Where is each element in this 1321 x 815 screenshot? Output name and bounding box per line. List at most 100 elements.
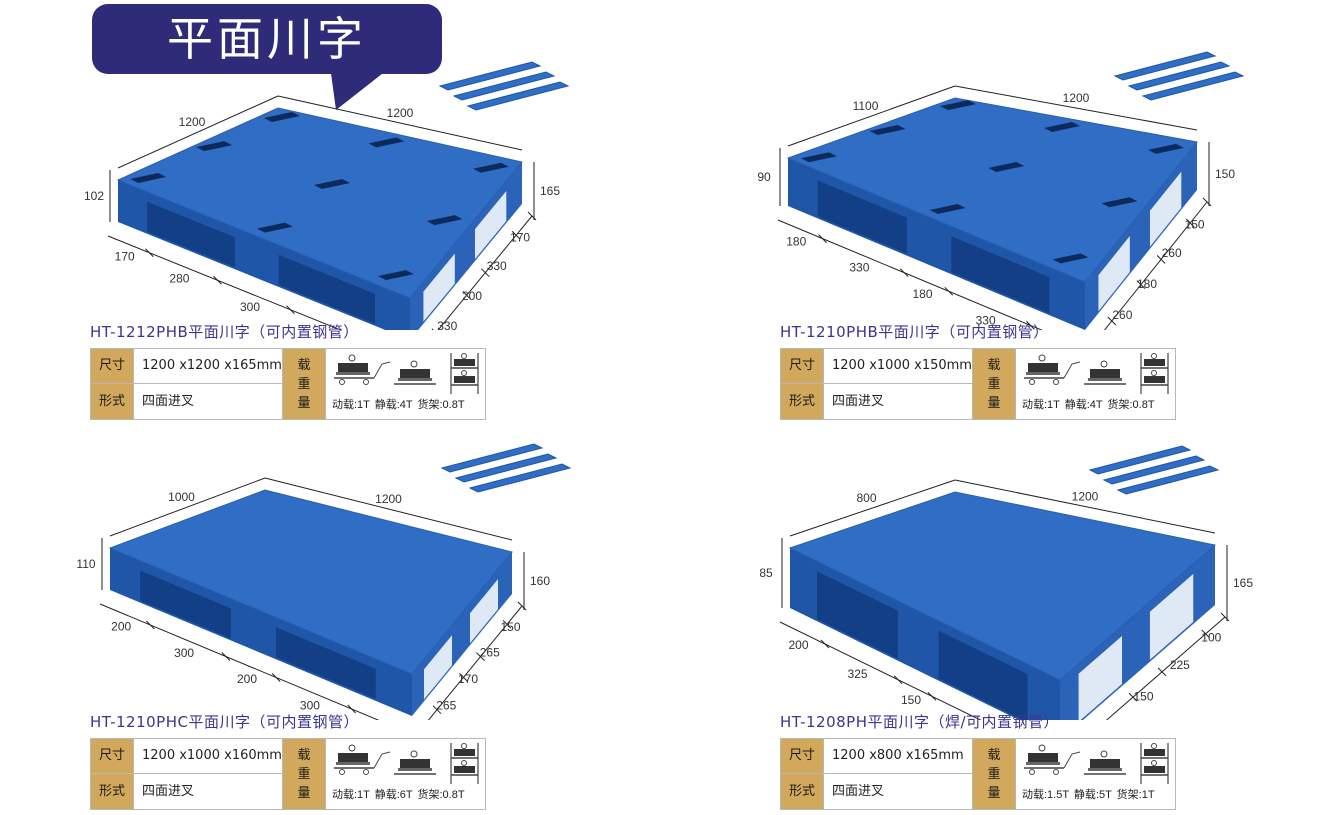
model-title: HT-1208PH平面川字（焊/可内置钢管）	[780, 713, 1060, 731]
front-seg-tick	[927, 691, 937, 701]
deck-slot	[368, 137, 405, 148]
size-label: 尺寸	[90, 348, 134, 384]
product-card: 1200110015090180330180330180150260180260…	[690, 0, 1321, 420]
front-seg-tick	[347, 704, 357, 714]
load-label-1: 载	[297, 748, 311, 763]
side-seg-tick	[432, 705, 442, 715]
load-label-3: 量	[297, 786, 311, 801]
width-dim-label: 1200	[1063, 91, 1090, 105]
pallet-drawing: 1200120016510217028030028017017033020033…	[84, 61, 570, 330]
thumbnail-runner	[1088, 445, 1192, 475]
form-label: 形式	[90, 383, 134, 420]
side-seg-tick	[1156, 255, 1166, 264]
thumbnail-runner	[1113, 51, 1217, 81]
side-seg-tick	[1220, 612, 1230, 622]
deck-dim-label: 110	[76, 557, 95, 571]
model-title: HT-1210PHC平面川字（可内置钢管）	[90, 713, 359, 731]
front-seg-label: 330	[976, 313, 996, 327]
load-label-1: 载	[987, 748, 1001, 763]
side-seg-label: 260	[1112, 308, 1132, 322]
size-value: 1200 x1000 x150mm	[823, 348, 973, 384]
side-seg-tick	[462, 290, 472, 300]
model-title: HT-1212PHB平面川字（可内置钢管）	[90, 323, 359, 341]
side-seg-label: 200	[462, 289, 482, 303]
size-label: 尺寸	[90, 738, 134, 774]
deck-slot	[130, 173, 167, 184]
fork-opening	[276, 627, 376, 699]
deck-slot	[426, 215, 463, 226]
depth-dim-line	[109, 477, 266, 537]
front-seg-tick	[213, 275, 222, 285]
form-value: 四面进叉	[133, 383, 283, 420]
side-seg-tick	[1128, 692, 1138, 702]
spec-table: 尺寸 1200 x1000 x150mm 形式 四面进叉 载 重 量	[780, 348, 1176, 420]
pallet-top-face	[108, 489, 513, 675]
form-value: 四面进叉	[823, 773, 973, 810]
thumbnail-runner	[466, 81, 570, 111]
front-seg-label: 325	[848, 667, 868, 681]
load-pictogram-icon	[334, 353, 479, 394]
front-seg-label: 325	[954, 719, 974, 720]
depth-dim-line	[787, 85, 956, 147]
fork-opening	[1149, 171, 1182, 247]
width-dim-line	[954, 85, 1198, 131]
load-label-1: 载	[297, 358, 311, 373]
front-seg-label: 330	[849, 261, 869, 275]
load-ratings: 动载:1T 静载:6T 货架:0.8T	[332, 789, 465, 801]
load-label: 载 重 量	[972, 738, 1016, 810]
side-seg-label: 180	[1137, 277, 1157, 291]
side-seg-line	[1105, 616, 1226, 720]
front-seg-label: 300	[174, 646, 194, 660]
side-seg-label: 170	[458, 672, 478, 686]
fork-opening	[1078, 636, 1122, 720]
front-seg-label: 150	[901, 693, 921, 707]
front-seg-tick	[893, 675, 903, 685]
side-seg-label: 150	[1185, 218, 1205, 232]
load-label-2: 重	[297, 767, 311, 782]
width-dim-label: 1200	[387, 106, 414, 120]
thumbnail-runner	[438, 61, 542, 91]
size-value: 1200 x1000 x160mm	[133, 738, 283, 774]
thumbnail-runner	[440, 443, 544, 473]
load-pictogram-icon	[1024, 353, 1169, 394]
fork-opening	[423, 253, 455, 322]
side-seg-label: 170	[510, 231, 530, 245]
front-seg-label: 200	[237, 672, 257, 686]
pallet-drawing: 1200800165852003251503252001002251502251…	[759, 445, 1253, 720]
side-seg-tick	[517, 601, 527, 611]
side-seg-tick	[502, 619, 512, 629]
front-seg-tick	[145, 248, 154, 258]
front-seg-label: 280	[169, 271, 189, 285]
fork-opening	[1098, 236, 1130, 312]
deck-dim-label: 102	[84, 189, 104, 203]
load-values: 动载:1.5T 静载:5T 货架:1T	[1015, 738, 1176, 810]
fork-opening	[147, 201, 235, 268]
depth-dim-line	[789, 479, 956, 537]
width-dim-label: 1200	[375, 492, 402, 506]
size-label: 尺寸	[780, 738, 824, 774]
side-seg-tick	[1136, 280, 1146, 289]
size-label: 尺寸	[780, 348, 824, 384]
deck-slot	[1044, 122, 1081, 132]
side-seg-tick	[1107, 316, 1117, 326]
side-seg-label: 150	[500, 620, 520, 634]
side-seg-tick	[527, 211, 537, 221]
spec-table: 尺寸 1200 x1000 x160mm 形式 四面进叉 载 重 量	[90, 738, 486, 810]
height-dim-label: 160	[530, 574, 550, 588]
side-seg-tick	[1157, 667, 1167, 677]
side-seg-label: 265	[480, 645, 500, 659]
side-seg-label: 260	[1162, 246, 1182, 260]
front-seg-tick	[944, 286, 954, 296]
size-value: 1200 x800 x165mm	[823, 738, 973, 774]
fork-opening	[1149, 573, 1194, 660]
load-label: 载 重 量	[972, 348, 1016, 420]
side-seg-label: 225	[1170, 658, 1190, 672]
load-pictogram-icon	[334, 743, 479, 784]
depth-dim-label: 800	[856, 491, 876, 505]
product-card: 1200100016011020030020030020015026517026…	[0, 390, 640, 810]
deck-slot	[869, 125, 906, 136]
front-seg-label: 200	[111, 620, 131, 634]
depth-dim-label: 1000	[168, 490, 195, 504]
header-title: 平面川字	[167, 12, 367, 66]
side-seg-tick	[1202, 197, 1212, 207]
